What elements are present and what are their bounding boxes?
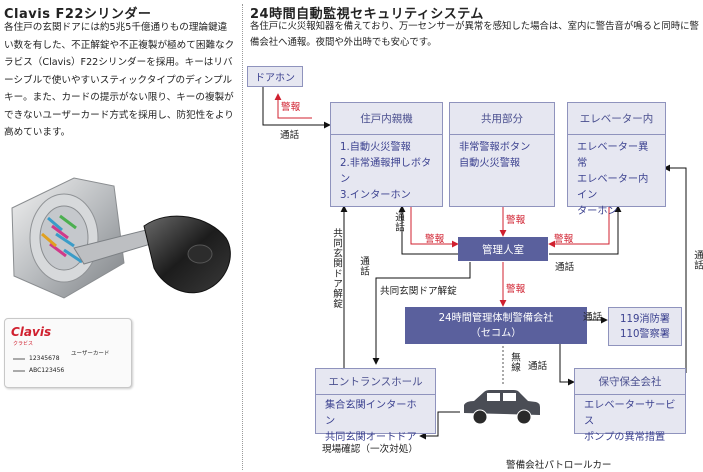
common-item: 自動火災警報	[459, 158, 521, 169]
common-item: 非常警報ボタン	[459, 142, 531, 153]
maintenance-company-box: 保守保全会社 エレベーターサービス ポンプの異常措置	[574, 368, 686, 443]
user-card: Clavis クラビス ユーザーカード 12345678 ABC123456	[4, 318, 132, 388]
onsite-check-label: 現場確認（一次対処）	[322, 444, 418, 455]
card-line-mark	[13, 370, 25, 372]
call-label-elevator-maintenance: 通話	[692, 250, 703, 271]
fire-police-box: 119消防署 110警察署	[608, 307, 682, 346]
column-divider	[242, 4, 243, 470]
elevator-item: エレベーター異常	[577, 142, 649, 169]
alarm-label-common: 警報	[506, 215, 526, 226]
entrance-item: 集合玄関インターホン	[325, 400, 417, 427]
common-area-title: 共用部分	[450, 103, 554, 135]
unit-item: 2.非常通報押しボタン	[340, 158, 432, 185]
door-phone-box: ドアホン	[247, 66, 303, 87]
wireless-label: 無線	[509, 352, 520, 373]
cylinder-description: 各住戸の玄関ドアには約5兆5千億通りもの理論鍵違い数を有した、不正解錠や不正複製…	[4, 22, 235, 138]
card-label: ユーザーカード	[71, 351, 110, 357]
security-company-box: 24時間管理体制警備会社 （セコム）	[405, 307, 587, 344]
police-station: 110警察署	[619, 328, 670, 340]
unit-master-title: 住戸内親機	[331, 103, 442, 135]
patrol-car-icon	[464, 390, 540, 425]
entrance-hall-title: エントランスホール	[316, 369, 435, 395]
entrance-item: 共同玄関オートドア	[325, 432, 417, 443]
elevator-item: ターホン	[577, 206, 618, 217]
entrance-hall-items: 集合玄関インターホン 共同玄関オートドア	[316, 395, 435, 449]
call-label-fire-police: 通話	[583, 312, 603, 323]
security-description: 各住戸に火災報知器を備えており、万一センサーが異常を感知した場合は、室内に警告音…	[250, 21, 699, 48]
elevator-item: エレベーター内イン	[577, 174, 649, 201]
security-title: 24時間自動監視セキュリティシステム	[250, 7, 484, 22]
cylinder-title: Clavis F22シリンダー	[4, 7, 152, 22]
maintenance-title: 保守保全会社	[575, 369, 685, 395]
cylinder-key-illustration	[11, 177, 231, 299]
alarm-label-unit: 警報	[425, 234, 445, 245]
elevator-title: エレベーター内	[568, 103, 665, 135]
maintenance-items: エレベーターサービス ポンプの異常措置	[575, 395, 685, 449]
alarm-label-door: 警報	[281, 102, 301, 113]
call-label-maintenance: 通話	[528, 361, 548, 372]
card-line-mark	[13, 358, 25, 360]
card-brand-sub: クラビス	[13, 341, 34, 347]
call-label-entrance: 通話	[358, 256, 369, 277]
elevator-items: エレベーター異常 エレベーター内イン ターホン	[568, 135, 665, 225]
shared-door-unlock-label: 共同玄関ドア解錠	[380, 286, 457, 297]
alarm-label-elevator: 警報	[554, 234, 574, 245]
card-number-2: ABC123456	[29, 367, 65, 374]
entrance-hall-box: エントランスホール 集合玄関インターホン 共同玄関オートドア	[315, 368, 436, 443]
shared-door-unlock-vertical-label: 共同玄関ドア解錠	[331, 228, 342, 309]
common-area-items: 非常警報ボタン 自動火災警報	[450, 135, 554, 177]
unit-item: 3.インターホン	[340, 190, 411, 201]
elevator-box: エレベーター内 エレベーター異常 エレベーター内イン ターホン	[567, 102, 666, 217]
unit-master-box: 住戸内親機 1.自動火災警報 2.非常通報押しボタン 3.インターホン	[330, 102, 443, 207]
alarm-label-security: 警報	[506, 284, 526, 295]
fire-station: 119消防署	[619, 313, 670, 325]
card-number-1: 12345678	[29, 355, 60, 362]
manager-room-box: 管理人室	[458, 237, 548, 261]
security-company-sub: （セコム）	[470, 327, 522, 339]
call-label-door: 通話	[280, 130, 300, 141]
call-label-elevator: 通話	[555, 262, 575, 273]
unit-item: 1.自動火災警報	[340, 142, 411, 153]
patrol-car-label: 警備会社パトロールカー	[506, 460, 612, 471]
unit-master-items: 1.自動火災警報 2.非常通報押しボタン 3.インターホン	[331, 135, 442, 209]
maintenance-item: エレベーターサービス	[584, 400, 676, 427]
card-brand: Clavis	[11, 325, 52, 339]
maintenance-item: ポンプの異常措置	[584, 432, 666, 443]
common-area-box: 共用部分 非常警報ボタン 自動火災警報	[449, 102, 555, 207]
call-label-unit: 通話	[393, 212, 404, 233]
security-company-name: 24時間管理体制警備会社	[438, 312, 554, 324]
